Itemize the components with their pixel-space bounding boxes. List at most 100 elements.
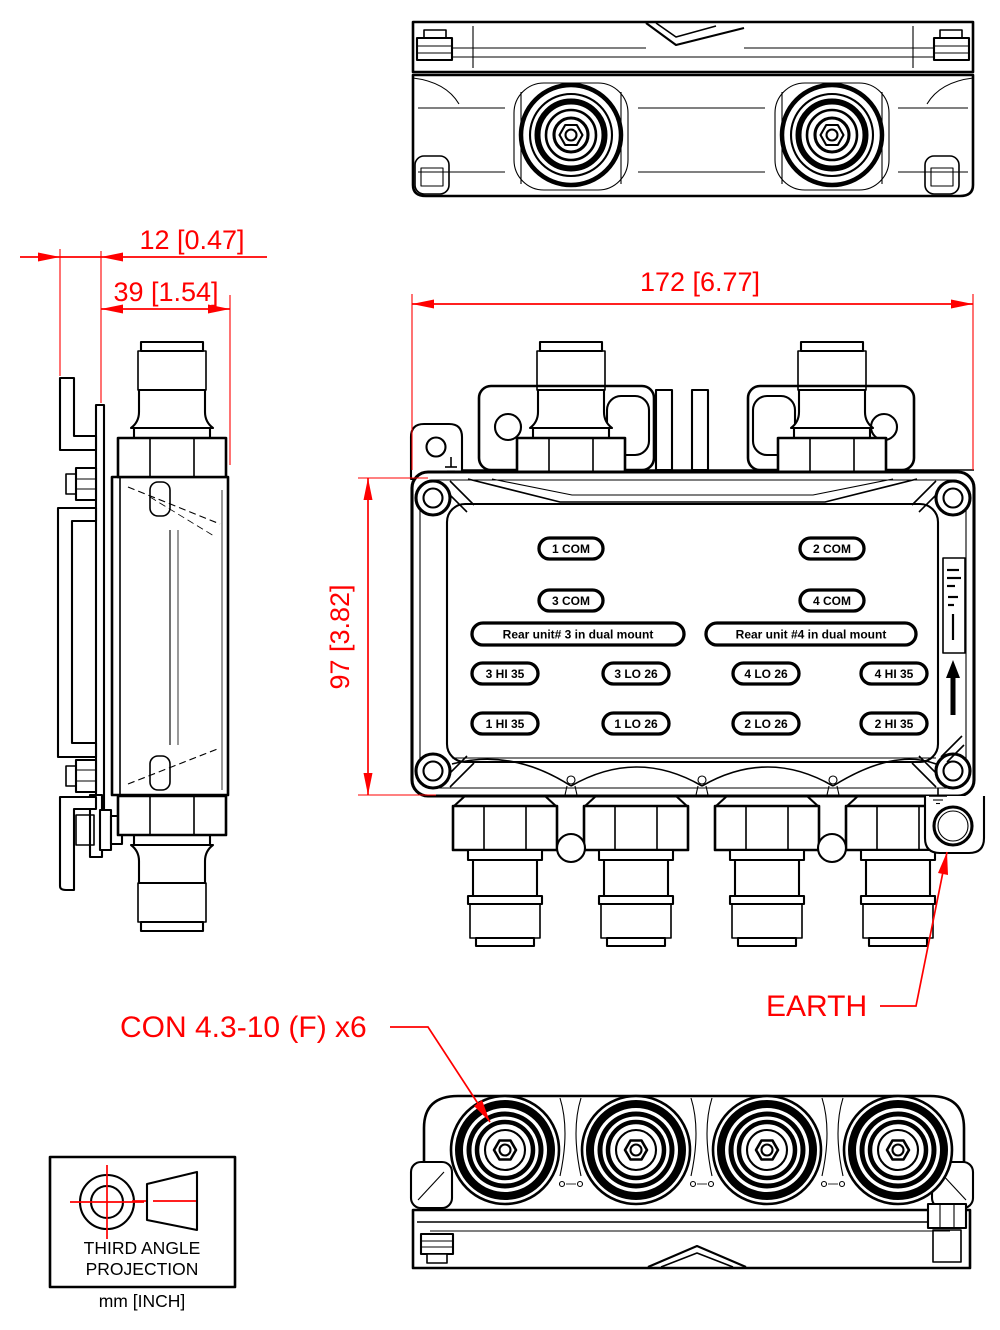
label-4-com: 4 COM — [813, 594, 851, 608]
dimension-text-bracket-offset: 12 [0.47] — [139, 225, 244, 255]
label-2-hi-35: 2 HI 35 — [875, 717, 914, 731]
corner-screw-bottom-left — [414, 752, 452, 790]
side-bracket-bottom — [58, 793, 124, 892]
side-body — [110, 475, 230, 797]
arrowhead — [363, 773, 373, 795]
dimension-bracket-offset: 12 [0.47] — [20, 225, 267, 403]
projection-crosshair — [70, 1165, 144, 1239]
label-1-lo-26: 1 LO 26 — [614, 717, 658, 731]
rail-v-notch-bottom — [647, 1244, 747, 1268]
dimension-text-depth: 39 [1.54] — [113, 277, 218, 307]
dimension-height: 97 [3.82] — [325, 477, 436, 796]
arrowhead — [951, 299, 973, 309]
corner-screw-bottom-right — [934, 752, 972, 790]
label-pill-4com — [798, 588, 866, 613]
bottom-connector-2 — [582, 1096, 690, 1204]
housing-hole-left — [555, 832, 587, 864]
label-pill-1lo26 — [601, 711, 671, 736]
tab-hole — [425, 436, 447, 458]
dimension-text-width: 172 [6.77] — [640, 267, 760, 297]
label-4-hi-35: 4 HI 35 — [875, 667, 914, 681]
label-pill-2hi35 — [859, 711, 929, 736]
side-bracket-middle — [56, 506, 98, 759]
arrowhead — [38, 252, 60, 262]
label-pill-rear4 — [704, 621, 918, 647]
side-label-strip — [940, 557, 966, 763]
top-rail-bolt-right — [932, 29, 971, 62]
projection-box: THIRD ANGLE PROJECTION — [48, 1155, 237, 1289]
arrowhead — [363, 478, 373, 500]
top-connector-left — [521, 85, 621, 185]
ground-symbol-right — [929, 788, 947, 805]
projection-text-line2: PROJECTION — [86, 1259, 199, 1279]
dimension-width: 172 [6.77] — [411, 267, 974, 470]
label-pill-3com — [537, 588, 605, 613]
label-pill-2lo26 — [731, 711, 801, 736]
housing-hole-right — [816, 832, 848, 864]
label-pill-1com — [537, 536, 605, 561]
label-3-com: 3 COM — [552, 594, 590, 608]
front-face-plate — [445, 502, 940, 764]
arrowhead — [412, 299, 434, 309]
arrowhead — [474, 1100, 490, 1122]
projection-symbol-cone — [132, 1170, 199, 1232]
label-pill-2com — [798, 536, 866, 561]
wall-mount-plate — [94, 403, 106, 820]
earth-callout: EARTH — [766, 851, 948, 1023]
top-view — [411, 20, 975, 198]
bottom-view — [409, 1096, 975, 1270]
bottom-connector-3 — [713, 1096, 821, 1204]
dimension-text-height: 97 [3.82] — [325, 584, 355, 689]
label-pill-rear3 — [470, 621, 686, 647]
housing-pinch-details — [558, 1097, 846, 1188]
side-bolt-upper — [65, 466, 98, 502]
mount-stud-thread — [75, 814, 95, 846]
front-connector-bottom-2 — [582, 794, 690, 948]
rail-v-notch — [645, 22, 745, 47]
connector-leader — [390, 1026, 491, 1123]
side-bracket-top — [58, 376, 98, 452]
label-pill-4hi35 — [859, 661, 929, 686]
label-pill-1hi35 — [470, 711, 540, 736]
dual-mount-joint-plate — [690, 388, 710, 472]
side-view — [56, 340, 230, 933]
earth-leader — [880, 851, 948, 1007]
side-bolt-lower — [65, 758, 98, 794]
bottom-mounting-rail — [411, 1202, 972, 1270]
bottom-connector-4 — [844, 1096, 952, 1204]
front-connector-bottom-3 — [713, 794, 821, 948]
label-2-com: 2 COM — [813, 542, 851, 556]
bottom-rail-bolt-left — [419, 1232, 455, 1264]
arrowhead — [101, 304, 123, 314]
label-4-lo-26: 4 LO 26 — [744, 667, 788, 681]
label-rear-unit-3: Rear unit# 3 in dual mount — [503, 628, 654, 642]
bottom-rail-bolt-right — [926, 1202, 968, 1263]
corner-screw-top-right — [934, 479, 972, 517]
bottom-connector-1 — [451, 1096, 559, 1204]
label-pill-3lo26 — [601, 661, 671, 686]
side-connector-bottom — [116, 794, 228, 933]
connector-label: CON 4.3-10 (F) x6 — [120, 1011, 367, 1044]
label-3-lo-26: 3 LO 26 — [614, 667, 658, 681]
label-2-lo-26: 2 LO 26 — [744, 717, 788, 731]
label-pill-3hi35 — [470, 661, 540, 686]
front-panel-labels: 1 COM 2 COM 3 COM 4 COM Rear unit# 3 in … — [470, 536, 929, 736]
projection-text-line1: THIRD ANGLE — [84, 1238, 201, 1258]
up-arrow-marker — [946, 660, 960, 715]
connector-callout: CON 4.3-10 (F) x6 — [120, 1011, 491, 1123]
top-body — [411, 73, 975, 198]
label-1-com: 1 COM — [552, 542, 590, 556]
top-mounting-rail — [411, 20, 975, 74]
arrowhead — [938, 852, 948, 875]
side-connector-top — [116, 340, 228, 479]
arrowhead — [208, 304, 230, 314]
dual-mount-joint-plate — [654, 388, 674, 472]
top-connector-right — [782, 85, 882, 185]
front-view: 1 COM 2 COM 3 COM 4 COM Rear unit# 3 in … — [409, 340, 986, 948]
arrowhead — [101, 252, 123, 262]
label-1-hi-35: 1 HI 35 — [486, 717, 525, 731]
front-connector-bottom-1 — [451, 794, 559, 948]
earth-stud — [923, 788, 986, 855]
